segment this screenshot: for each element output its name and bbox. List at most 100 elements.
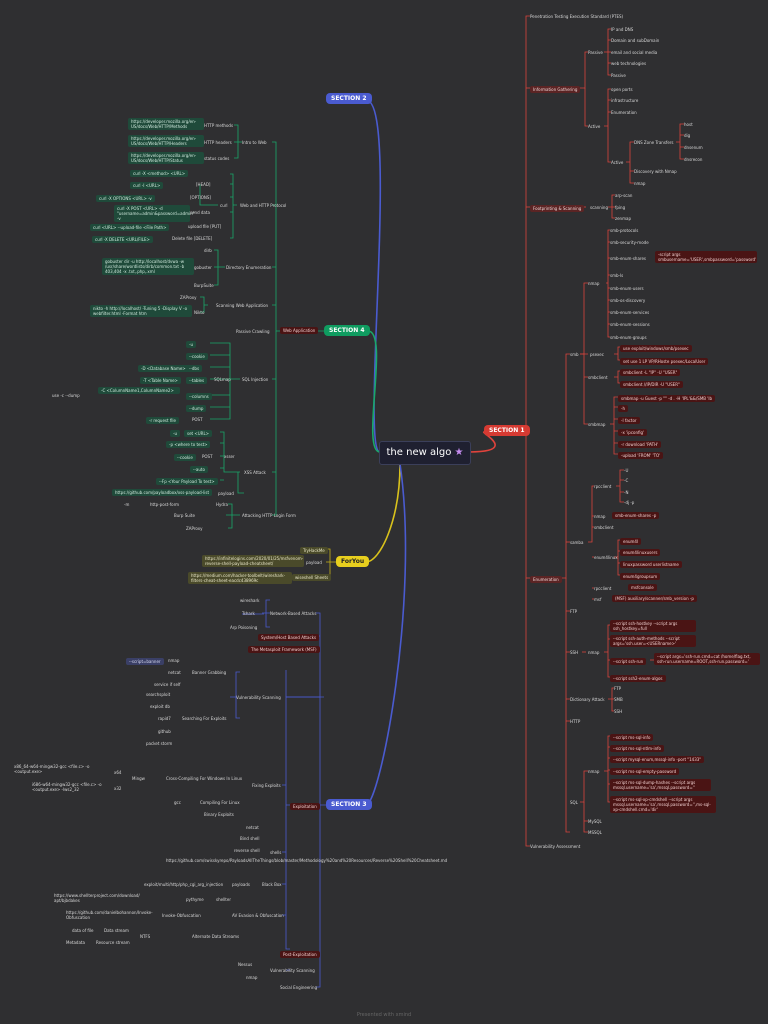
sql-node[interactable]: SQL — [570, 800, 578, 805]
curl-cmd4-node[interactable]: curl <URL> --upload-file <File Path> — [90, 224, 170, 231]
smb-os-node[interactable]: smb-os-discovery — [610, 298, 646, 303]
msf-node[interactable]: msf — [594, 597, 602, 602]
compile-linux-node[interactable]: Compiling For Linux — [200, 800, 240, 805]
passive-crawl-node[interactable]: Passive Crawling — [236, 329, 270, 334]
curl-cmd2-node[interactable]: curl -X OPTIONS <URL> -v — [96, 195, 155, 202]
sql-cmd1-node[interactable]: --script ms-sql-info — [610, 734, 654, 741]
enum4-cmd4-node[interactable]: enum4groupsum — [620, 573, 661, 580]
sqlmap-post-node[interactable]: POST — [192, 417, 203, 422]
mingw-node[interactable]: Mingw — [132, 776, 145, 781]
xsser-param-node[interactable]: -p <where to test> — [166, 441, 211, 448]
curl-head-node[interactable]: [HEAD] — [196, 182, 211, 187]
web-http-node[interactable]: Web and HTTP Protocol — [240, 203, 287, 208]
passive2-node[interactable]: Passive — [611, 73, 626, 78]
smbclient-cmd1-node[interactable]: smbclient -L "IP" -U "USER" — [620, 369, 681, 376]
sql-injection-node[interactable]: SQL Injection — [242, 377, 269, 382]
smb-ls-node[interactable]: smb-ls — [610, 273, 624, 278]
curl-cmd5-node[interactable]: curl -X DELETE <URL/FILE> — [92, 236, 153, 243]
msf-cmd-node[interactable]: (MSF) auxiliary/scanner/smb_version -p — [612, 595, 697, 602]
vuln-assessment-node[interactable]: Vulnerability Assessment — [530, 844, 581, 849]
sqlmap-req-node[interactable]: -r request file — [146, 417, 179, 424]
smb-protocols-node[interactable]: smb-protocols — [610, 228, 639, 233]
sqlmap-dump-node[interactable]: --dump — [186, 405, 207, 412]
smb-users-node[interactable]: smb-enum-users — [610, 286, 644, 291]
dig-node[interactable]: dig — [684, 133, 691, 138]
ssh-node[interactable]: SSH — [570, 650, 579, 655]
dnsrecon-node[interactable]: dnsrecon — [684, 157, 703, 162]
ntfs-node[interactable]: NTFS — [140, 934, 151, 939]
psexec-node[interactable]: psexec — [590, 352, 604, 357]
xsser-post-node[interactable]: POST — [202, 454, 213, 459]
sql-cmd2-node[interactable]: --script ms-sql-ntlm-info — [610, 745, 664, 752]
psexec-cmd1-node[interactable]: use exploit/windows/smb/psexec — [620, 345, 692, 352]
sqlmap-d-node[interactable]: -D <Database Name> — [138, 365, 189, 372]
rpc-c-node[interactable]: -C — [624, 478, 629, 483]
x64-cmd-node[interactable]: x86_64-w64-mingw32-gcc <file.c> -o <outp… — [14, 764, 90, 774]
hydra-m-node[interactable]: -m — [124, 502, 130, 507]
http-headers-node[interactable]: HTTP headers — [204, 140, 232, 145]
rpc-u-node[interactable]: -U — [624, 468, 629, 473]
resource-stream-node[interactable]: Resource stream — [96, 940, 130, 945]
binary-exploits-node[interactable]: Binary Exploits — [204, 812, 234, 817]
dict-ssh-node[interactable]: SSH — [614, 709, 623, 714]
wireshark-node[interactable]: wireshark — [240, 598, 260, 603]
cross-compile-node[interactable]: Cross-Compiling For Windows In Linux — [166, 776, 243, 781]
service-node[interactable]: service if self — [154, 682, 181, 687]
tshark-node[interactable]: Tshark — [242, 611, 255, 616]
domain-node[interactable]: Domain and subDomain — [611, 38, 660, 43]
section-1-topic[interactable]: SECTION 1 — [484, 425, 530, 436]
sheets-url-node[interactable]: https://medium.com/hacker-toolbelt/wires… — [188, 572, 292, 584]
xsser-node[interactable]: xsser — [224, 454, 235, 459]
sqlmap-dbs-node[interactable]: --dbs — [186, 365, 203, 372]
smb-services-node[interactable]: smb-enum-services — [610, 310, 650, 315]
reverse-url-node[interactable]: https://github.com/swisskyrepo/PayloadsA… — [166, 858, 448, 863]
metadata-node[interactable]: Metadata — [66, 940, 85, 945]
enum4-cmd1-node[interactable]: enum4l — [620, 538, 642, 545]
bind-shell-node[interactable]: Bind shell — [240, 836, 260, 841]
pythyme-url-node[interactable]: https://www.shellterproject.com/download… — [54, 893, 140, 903]
scan-web-node[interactable]: Scanning Web Application — [216, 303, 269, 308]
invoke-url-node[interactable]: https://github.com/danielbohannon/Invoke… — [66, 910, 153, 920]
webtech-node[interactable]: web technologies — [611, 61, 647, 66]
smb-shares-node[interactable]: smb-enum-shares — [610, 256, 647, 261]
exploitation-node[interactable]: Exploitation — [290, 803, 320, 810]
nikto-node[interactable]: Nikto — [194, 310, 205, 315]
packet-storm-node[interactable]: packet storm — [146, 741, 173, 746]
shellter-node[interactable]: shellter — [216, 897, 231, 902]
active-node[interactable]: Active — [588, 124, 601, 129]
gcc-node[interactable]: gcc — [174, 800, 181, 805]
http-methods-node[interactable]: HTTP methods — [204, 123, 234, 128]
sqlmap-use-node[interactable]: use -c --dump — [52, 393, 80, 398]
status-url-node[interactable]: https://developer.mozilla.org/en-US/docs… — [128, 152, 204, 164]
vuln-scanning2-node[interactable]: Vulnerability Scanning — [270, 968, 315, 973]
smbclient-node[interactable]: smbclient — [588, 375, 608, 380]
smbmap-cmd1-node[interactable]: smbmap -u Guest -p "" -d . -H 'IPL'&&/SM… — [618, 395, 716, 402]
reverse-shell-node[interactable]: reverse shell — [234, 848, 260, 853]
web-application-node[interactable]: Web Application — [280, 327, 319, 334]
samba-node[interactable]: samba — [570, 540, 584, 545]
arp-scan-node[interactable]: arp-scan — [615, 193, 633, 198]
smbmap-cmd5-node[interactable]: -r download 'PATH' — [618, 441, 662, 448]
footprint-node[interactable]: Footprinting & Scanning — [530, 205, 585, 212]
enum4linux-node[interactable]: enum4linux — [594, 555, 618, 560]
post-exploitation-node[interactable]: Post-Exploitation — [280, 951, 320, 958]
nmap-s3-node[interactable]: nmap — [168, 658, 180, 663]
xsser-auto-node[interactable]: --auto — [190, 466, 208, 473]
nikto-cmd-node[interactable]: nikto -h http://localhost/ -Tuning 5 -Di… — [90, 305, 192, 317]
nessus-node[interactable]: Nessus — [238, 962, 253, 967]
netcat2-node[interactable]: netcat — [246, 825, 259, 830]
datastream-node[interactable]: Data stream — [104, 928, 129, 933]
smbmap-cmd6-node[interactable]: -upload 'FROM' 'TO' — [618, 452, 664, 459]
email-node[interactable]: email and social media — [611, 50, 658, 55]
smbmap-cmd3-node[interactable]: -l factor — [618, 417, 640, 424]
invoke-node[interactable]: Invoke-Obfuscation — [162, 913, 201, 918]
nmap3-node[interactable]: nmap — [594, 514, 606, 519]
infra-node[interactable]: infrastructure — [611, 98, 639, 103]
nmap3-cmd-node[interactable]: smb-enum-shares -p — [612, 512, 660, 519]
exploitdb-node[interactable]: exploit db — [150, 704, 170, 709]
sqlmap-t-node[interactable]: -T <Table Name> — [140, 377, 181, 384]
rapid7-node[interactable]: rapid7 — [158, 716, 171, 721]
system-attacks-node[interactable]: System/Host Based Attacks — [258, 634, 320, 641]
nmap2-node[interactable]: nmap — [588, 281, 600, 286]
enumeration-node[interactable]: Enumeration — [530, 576, 562, 583]
